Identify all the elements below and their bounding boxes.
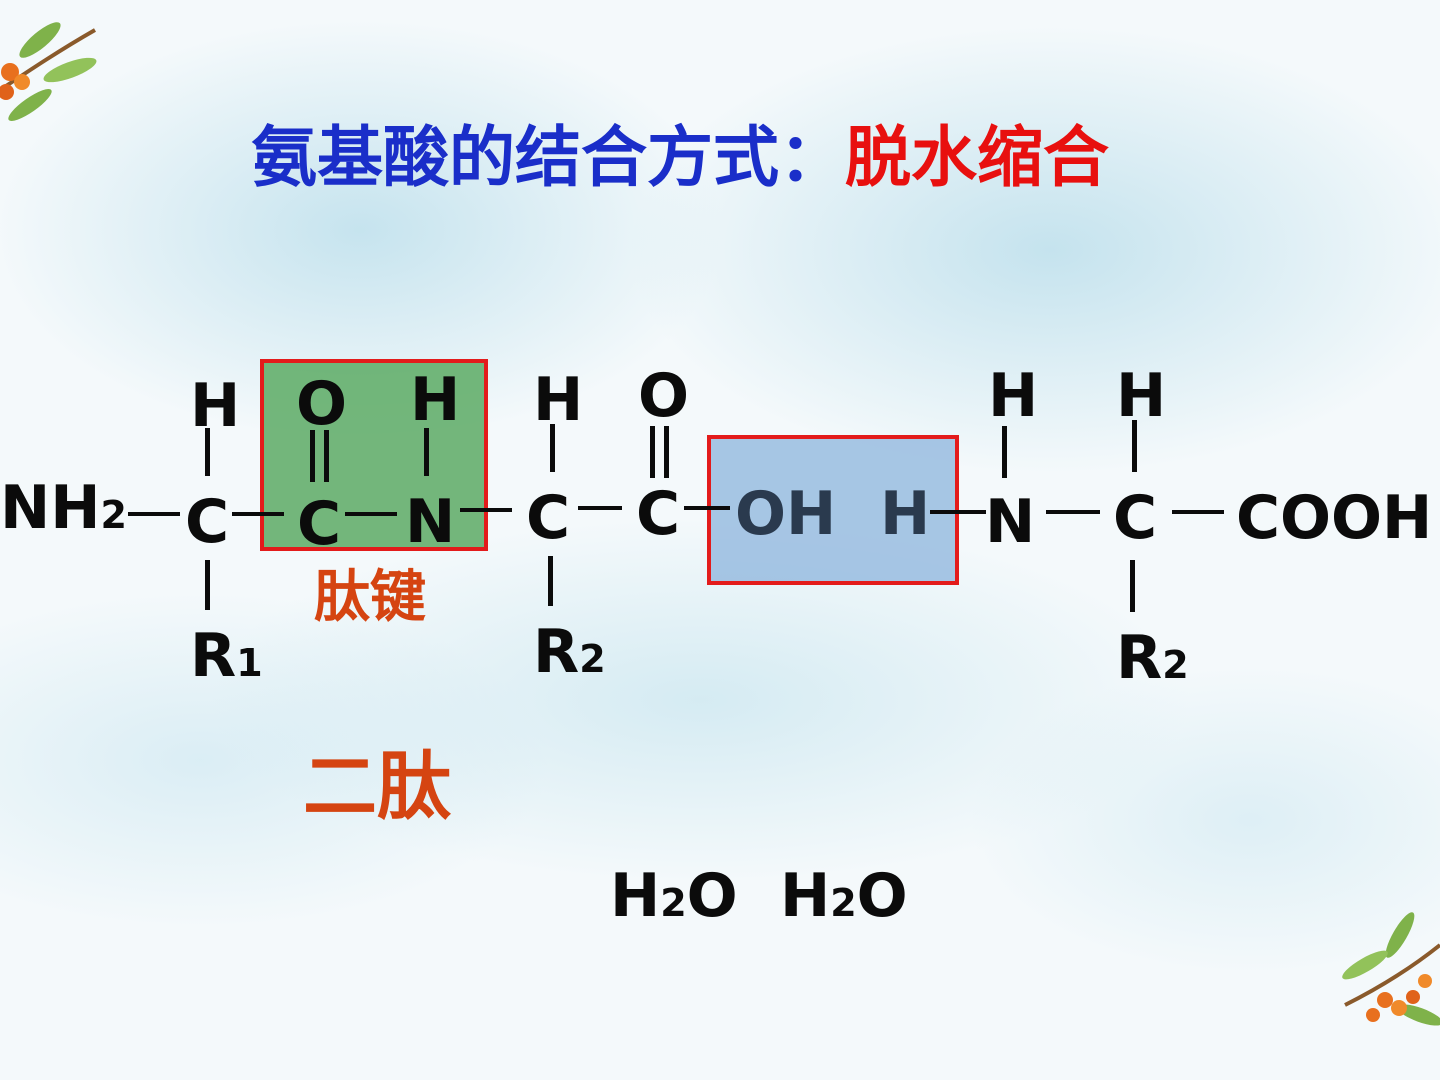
bond-h4-n2 (1002, 426, 1007, 478)
water-molecule-2: H2O (780, 866, 908, 926)
water-removal-highlight-box (707, 435, 959, 585)
title-main: 氨基酸的结合方式： (251, 119, 845, 196)
carboxyl-group: COOH (1236, 483, 1433, 553)
dipeptide-label: 二肽 (303, 744, 451, 830)
decorative-branch-icon (0, 22, 97, 121)
decorative-berries-icon (1342, 912, 1440, 1026)
peptide-bond-label: 肽键 (314, 565, 426, 630)
water1-o: O (686, 861, 738, 931)
r2b-letter: R (1116, 623, 1163, 693)
water2-h: H (780, 861, 831, 931)
water-molecule-1: H2O (610, 866, 738, 926)
water1-subscript: 2 (660, 881, 687, 925)
bond-c5-cooh (1172, 510, 1224, 514)
h-atom-2: H (410, 365, 461, 435)
r1-subscript: 1 (236, 641, 263, 685)
r-group-1: R1 (190, 626, 263, 686)
water2-o: O (856, 861, 908, 931)
removed-hydrogen: H (880, 479, 931, 549)
peptide-bond-highlight-box (260, 359, 488, 551)
double-bond-o1-a (310, 430, 315, 482)
bond-c3-r2a (548, 556, 553, 606)
bond-c1-c2 (232, 512, 284, 516)
bond-h2-n1 (424, 428, 429, 476)
bond-n1-c3 (460, 508, 512, 512)
carbonyl-carbon-2: C (636, 479, 681, 549)
water2-subscript: 2 (830, 881, 857, 925)
o-atom-2: O (638, 361, 690, 431)
bond-c3-c4 (578, 506, 622, 510)
bond-h5-c5 (1132, 420, 1137, 472)
o-atom-1: O (296, 369, 348, 439)
r-group-2b: R2 (1116, 628, 1189, 688)
amino-nh: NH (0, 473, 101, 543)
bond-c2-n1 (345, 512, 397, 516)
alpha-carbon-2: C (526, 483, 571, 553)
r1-letter: R (190, 621, 237, 691)
amino-group: NH2 (0, 478, 127, 538)
r2a-letter: R (533, 617, 580, 687)
bond-h-n2 (930, 510, 986, 514)
amino-subscript: 2 (100, 493, 127, 537)
bond-nh2-c1 (128, 512, 180, 516)
double-bond-o2-b (664, 426, 669, 478)
bond-h3-c3 (550, 424, 555, 472)
bond-h1-c1 (205, 428, 210, 476)
h-atom-3: H (533, 365, 584, 435)
r2a-subscript: 2 (579, 637, 606, 681)
nitrogen-1: N (405, 487, 456, 557)
h-atom-1: H (190, 371, 241, 441)
bond-n2-c5 (1046, 510, 1100, 514)
bond-c1-r1 (205, 560, 210, 610)
alpha-carbon-3: C (1113, 483, 1158, 553)
double-bond-o2-a (650, 426, 655, 478)
hydroxyl-group: OH (735, 479, 837, 549)
nitrogen-2: N (985, 487, 1036, 557)
slide-title: 氨基酸的结合方式：脱水缩合 (0, 118, 1360, 198)
h-atom-4: H (988, 361, 1039, 431)
r-group-2a: R2 (533, 622, 606, 682)
water1-h: H (610, 861, 661, 931)
title-highlight: 脱水缩合 (845, 119, 1109, 196)
h-atom-5: H (1116, 361, 1167, 431)
bond-c4-oh (684, 506, 730, 510)
alpha-carbon-1: C (185, 487, 230, 557)
carbonyl-carbon-1: C (297, 489, 342, 559)
bond-c5-r2b (1130, 560, 1135, 612)
double-bond-o1-b (324, 430, 329, 482)
r2b-subscript: 2 (1162, 643, 1189, 687)
